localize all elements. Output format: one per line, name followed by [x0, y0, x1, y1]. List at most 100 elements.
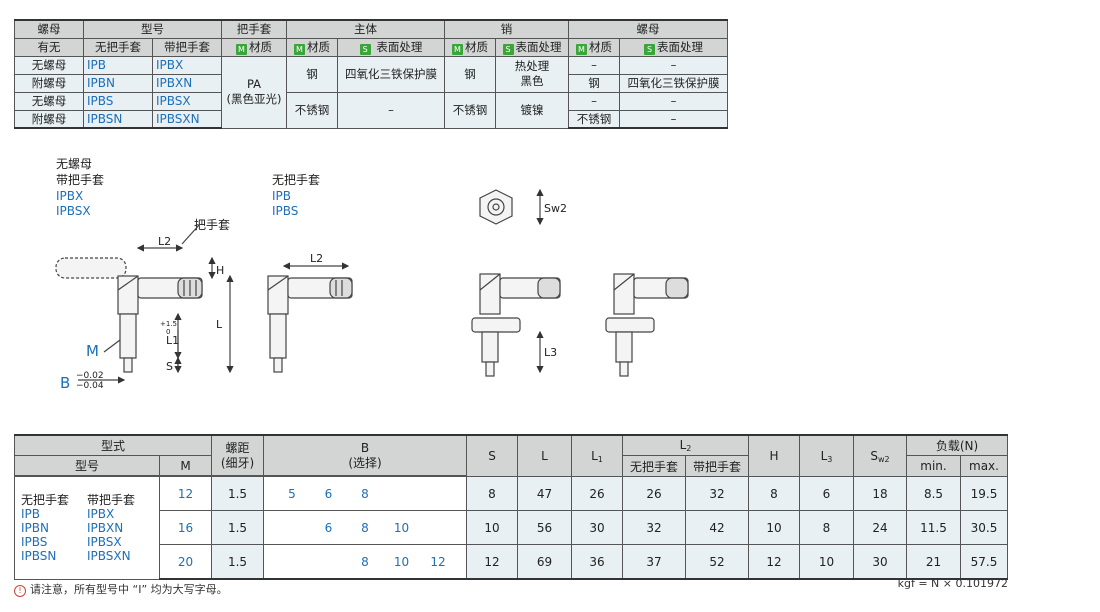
label-no-nut: 无螺母 — [56, 157, 93, 171]
warning-icon: ! — [14, 585, 26, 597]
nut-presence: 无螺母 — [14, 55, 84, 75]
model-code: IPBSX — [87, 534, 122, 549]
body-material-steel: 钢 — [286, 55, 338, 93]
model-code: IPBSN — [21, 548, 57, 563]
table-row: 附螺母 IPBSN IPBSXN 不锈钢 – — [14, 109, 728, 129]
unit-note: kgf = N × 0.101972 — [897, 577, 1008, 590]
cell-pitch: 1.5 — [211, 476, 264, 511]
codes-header-no: 无把手套 — [21, 492, 70, 507]
cell-l2-no: 37 — [622, 544, 686, 580]
pin-surface-steel: 热处理 黑色 — [495, 55, 569, 93]
model-code: IPBS — [21, 534, 48, 549]
material-badge: M — [294, 44, 305, 55]
header-min: min. — [906, 455, 961, 477]
label-b-tol-upper: −0.02 — [76, 371, 104, 381]
cell-max: 19.5 — [960, 476, 1008, 511]
header-body-surface: S 表面处理 — [337, 37, 445, 57]
model-code: IPBSXN — [87, 548, 131, 563]
label-l2: L2 — [158, 235, 171, 248]
pin-surface-ss: 镀镍 — [495, 91, 569, 129]
header-with-handle: 带把手套 — [152, 37, 222, 57]
code-ipbx: IPBX — [56, 189, 84, 203]
cell-s: 10 — [466, 510, 518, 545]
label-b-tol-lower: −0.04 — [76, 381, 104, 391]
label-l1-tol-lower: 0 — [166, 328, 170, 336]
cell-l3: 10 — [799, 544, 854, 580]
label-b: B — [60, 374, 70, 392]
model-code: IPBSXN — [152, 109, 222, 129]
cell-l3: 6 — [799, 476, 854, 511]
header-m: M — [159, 455, 212, 476]
label-with-handle: 带把手套 — [56, 173, 105, 187]
view-nut-handle — [605, 273, 689, 377]
cam-edge — [117, 275, 139, 291]
label-m: M — [86, 342, 99, 360]
model-code: IPBN — [83, 73, 153, 93]
cell-sw2: 24 — [853, 510, 907, 545]
label-handle-sleeve: 把手套 — [194, 218, 231, 232]
nut-surface: – — [619, 55, 728, 75]
nut-surface: – — [619, 109, 728, 129]
nut-presence: 无螺母 — [14, 91, 84, 111]
cell-s: 12 — [466, 544, 518, 580]
label-s: S — [166, 360, 173, 373]
drawing-svg: L2 H L L1 +1.5 0 S M B −0.02 −0.04 L2 Sw… — [55, 188, 689, 392]
model-code: IPB — [83, 55, 153, 75]
table-row: 附螺母 IPBN IPBXN 钢 四氧化三铁保护膜 — [14, 73, 728, 93]
codes-header-with: 带把手套 — [87, 492, 136, 507]
pin-material-ss: 不锈钢 — [444, 91, 496, 129]
header-b: B (选择) — [263, 434, 467, 476]
model-code: IPB — [21, 506, 41, 521]
model-code: IPBX — [87, 506, 115, 521]
body-surface-steel: 四氧化三铁保护膜 — [337, 55, 445, 93]
nut-material: 不锈钢 — [568, 109, 620, 129]
table-row: 无把手套 IPB IPBN IPBS IPBSN 带把手套 IPBX IPBXN… — [14, 476, 1008, 580]
cell-sw2: 18 — [853, 476, 907, 511]
cell-s: 8 — [466, 476, 518, 511]
cell-h: 12 — [748, 544, 800, 580]
cell-sw2: 30 — [853, 544, 907, 580]
cell-l2-with: 52 — [685, 544, 749, 580]
nut-material: – — [568, 91, 620, 111]
header-model: 型号 — [14, 455, 160, 476]
label-l3: L3 — [544, 346, 557, 359]
view-hex-top — [471, 188, 561, 377]
header-load: 负载(N) — [906, 434, 1008, 456]
leader-m — [103, 339, 121, 353]
header-nut-presence: 有无 — [14, 37, 84, 57]
cell-h: 10 — [748, 510, 800, 545]
cell-max: 57.5 — [960, 544, 1008, 580]
cell-l2-no: 32 — [622, 510, 686, 545]
cell-min: 8.5 — [906, 476, 961, 511]
label-h: H — [216, 264, 224, 277]
model-code: IPBS — [83, 91, 153, 111]
nut-side — [471, 317, 521, 333]
cell-l2-with: 32 — [685, 476, 749, 511]
header-l2-with: 带把手套 — [685, 455, 749, 477]
header-pin: 销 — [444, 19, 569, 39]
cell-l: 69 — [517, 544, 572, 580]
dimension-table: 型式 螺距 (细牙) B (选择) S L L1 L2 H L3 Sw2 负载(… — [14, 434, 1008, 580]
thread-shank — [119, 313, 137, 359]
model-codes-cell: 无把手套 IPB IPBN IPBS IPBSN 带把手套 IPBX IPBXN… — [14, 476, 160, 580]
cell-l1: 30 — [571, 510, 623, 545]
nut-material: 钢 — [568, 73, 620, 93]
label-l: L — [216, 318, 223, 331]
material-badge: M — [236, 44, 247, 55]
material-badge: M — [452, 44, 463, 55]
view-no-handle — [267, 262, 353, 373]
cell-h: 8 — [748, 476, 800, 511]
code-ipb: IPB — [272, 189, 292, 203]
body-block — [117, 275, 139, 315]
cell-l1: 26 — [571, 476, 623, 511]
model-code: IPBSN — [83, 109, 153, 129]
header-no-handle: 无把手套 — [83, 37, 153, 57]
model-code: IPBXN — [152, 73, 222, 93]
model-code: IPBX — [152, 55, 222, 75]
cell-l2-no: 26 — [622, 476, 686, 511]
